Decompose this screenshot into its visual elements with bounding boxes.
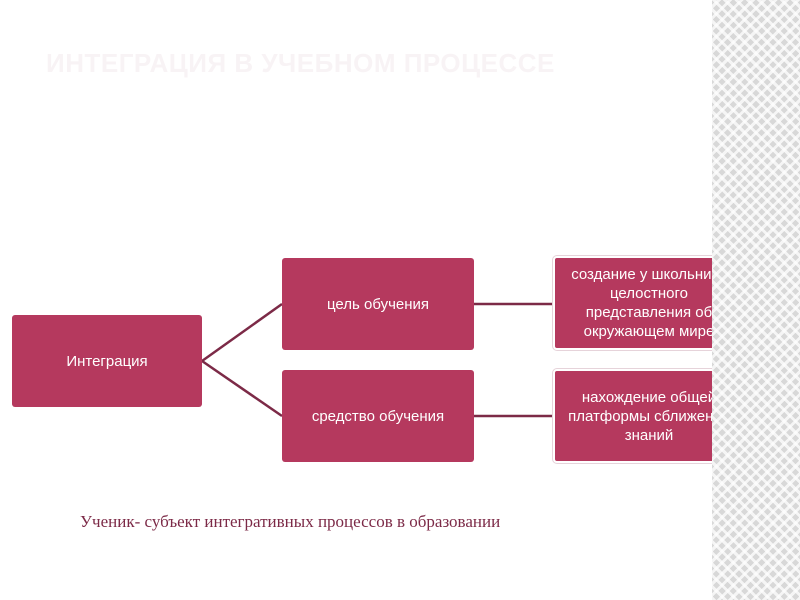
node-learning-means: средство обучения — [282, 370, 474, 462]
node-integration: Интеграция — [12, 315, 202, 407]
decorative-stripe — [712, 0, 800, 600]
node-holistic-view-label: создание у школьника целостного представ… — [571, 266, 727, 340]
node-learning-goal: цель обучения — [282, 258, 474, 350]
slide-title: ИНТЕГРАЦИЯ В УЧЕБНОМ ПРОЦЕССЕ — [46, 48, 555, 78]
connector-root-to-means — [201, 359, 283, 418]
connector-lines — [201, 302, 553, 418]
slide: ИНТЕГРАЦИЯ В УЧЕБНОМ ПРОЦЕССЕ Интеграция… — [12, 48, 745, 531]
node-common-platform-label: нахождение общей платформы сближения зна… — [568, 388, 730, 444]
node-learning-goal-label: цель обучения — [326, 295, 430, 313]
slide-caption: Ученик- субъект интегративных процессов … — [80, 512, 501, 531]
connector-root-to-goal — [201, 302, 283, 363]
node-integration-label: Интеграция — [66, 352, 148, 370]
node-learning-means-label: средство обучения — [311, 407, 445, 425]
